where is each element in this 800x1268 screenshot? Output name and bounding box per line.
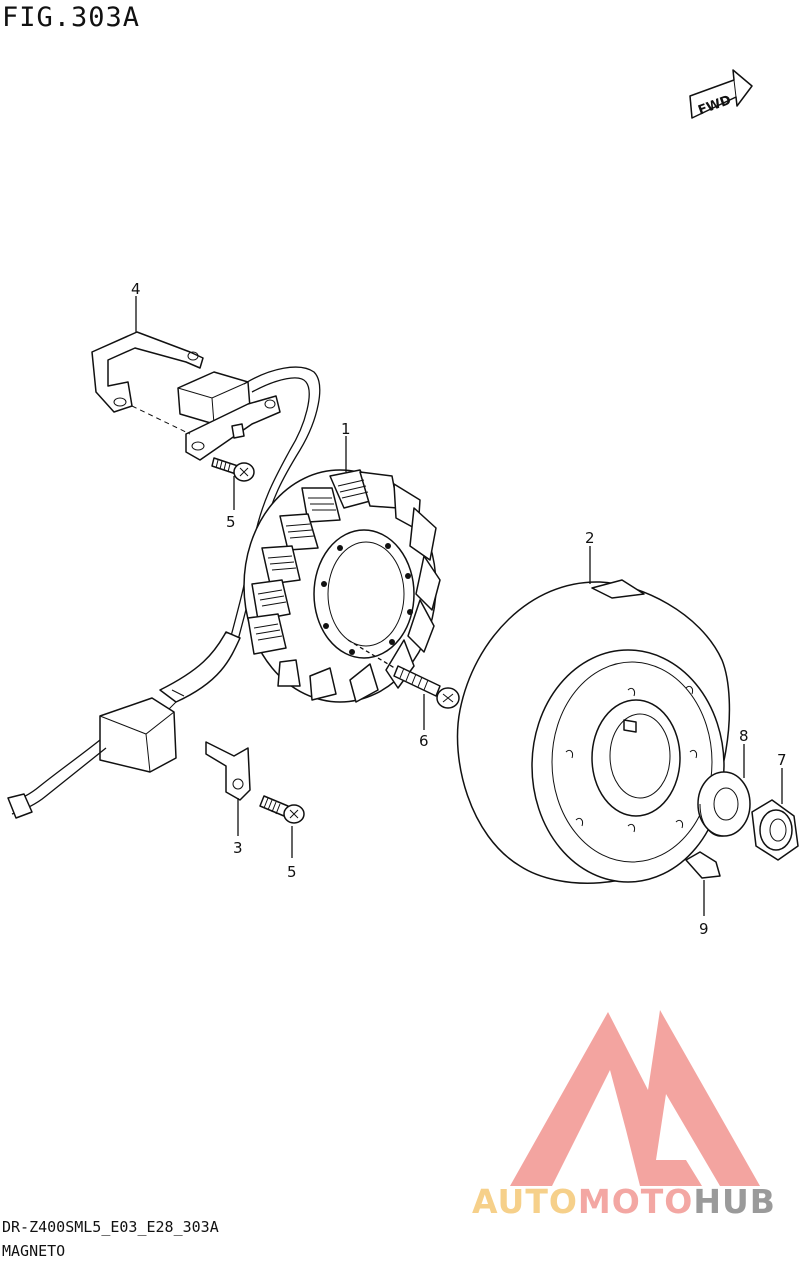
callout-9: 9	[699, 920, 709, 938]
part-2-rotor	[456, 579, 731, 884]
fwd-direction-badge: FWD	[689, 69, 753, 119]
callout-labels: 4 1 5 2 6 8 7 3 5 9	[131, 280, 787, 938]
figure-title: FIG.303A	[2, 2, 141, 33]
automotohub-logo-watermark	[510, 1010, 760, 1186]
part-6-bolt	[347, 639, 460, 709]
part-3-bracket	[205, 741, 251, 801]
callout-7: 7	[777, 751, 787, 769]
callout-2: 2	[585, 529, 595, 547]
callout-5-lower: 5	[287, 863, 297, 881]
part-7-nut	[751, 799, 799, 861]
callout-6: 6	[419, 732, 429, 750]
callout-4: 4	[131, 280, 141, 298]
automotohub-wordmark: AUTOMOTOHUB	[472, 1182, 776, 1221]
wordmark-auto: AUTO	[472, 1182, 578, 1221]
part-9-key	[685, 851, 721, 879]
part-1-stator	[243, 469, 441, 703]
callout-1: 1	[341, 420, 351, 438]
logo-mark-shape	[510, 1010, 760, 1186]
fwd-arrow-shape	[689, 69, 753, 119]
callout-3: 3	[233, 839, 243, 857]
model-code: DR-Z400SML5_E03_E28_303A	[2, 1218, 219, 1236]
part-8-washer	[697, 771, 751, 837]
leader-lines	[135, 296, 783, 916]
section-name: MAGNETO	[2, 1242, 66, 1260]
wordmark-hub: HUB	[693, 1182, 776, 1221]
wordmark-moto: MOTO	[577, 1182, 694, 1221]
part-5-bolt-lower	[259, 795, 305, 824]
part-5-bolt-upper	[211, 457, 255, 482]
callout-5-upper: 5	[226, 513, 236, 531]
part-4-bracket	[91, 331, 281, 461]
callout-8: 8	[739, 727, 749, 745]
